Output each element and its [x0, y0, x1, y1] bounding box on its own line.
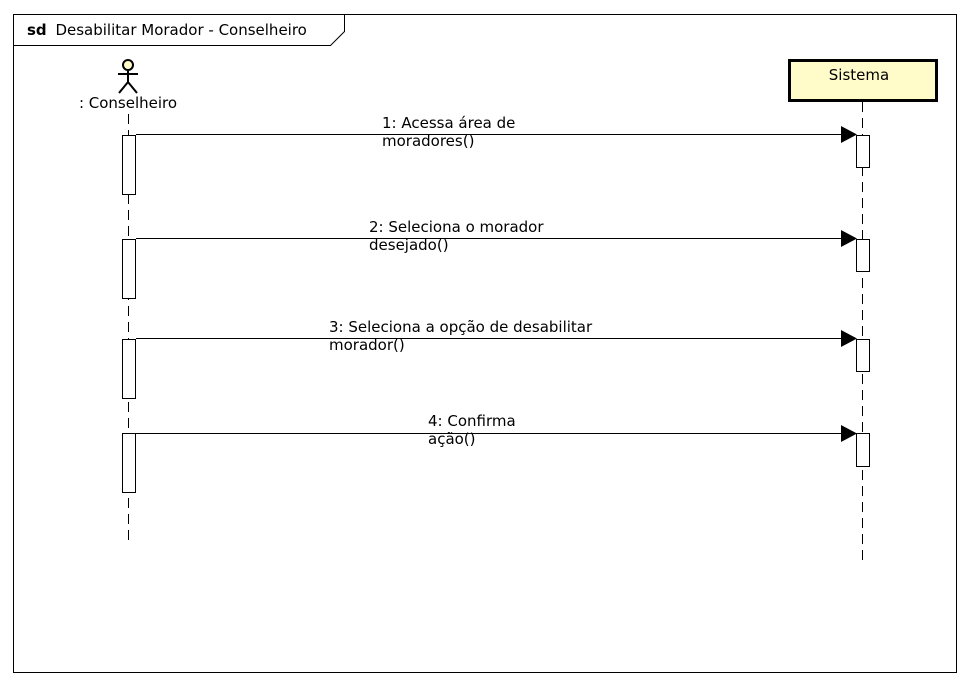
message-3-label-line1: 3: Seleciona a opção de desabilitar [329, 318, 593, 336]
message-4-label-line2: ação() [428, 430, 476, 448]
message-4-arrowhead-icon [841, 425, 857, 442]
message-2-label-line2: desejado() [369, 236, 449, 254]
frame-title-label: Desabilitar Morador - Conselheiro [55, 21, 306, 39]
message-2-arrowhead-icon [841, 230, 857, 247]
frame-title-tab [13, 14, 345, 46]
message-2-label-line1: 2: Seleciona o morador [369, 218, 544, 236]
message-3-label-line2: morador() [329, 336, 405, 354]
message-2: 2: Seleciona o morador desejado() [136, 218, 857, 254]
system-activation-2 [856, 239, 870, 272]
system-activation-3 [856, 339, 870, 372]
frame-title: sd Desabilitar Morador - Conselheiro [27, 21, 307, 39]
actor-activation-4 [122, 433, 136, 493]
message-3-arrowhead-icon [841, 330, 857, 347]
frame-keyword: sd [27, 21, 47, 39]
stick-figure-actor-icon [118, 59, 138, 94]
actor-activation-1 [122, 135, 136, 195]
system-activation-4 [856, 433, 870, 467]
message-1-label-line2: moradores() [382, 132, 474, 150]
actor-activation-3 [122, 339, 136, 399]
system-label: Sistema [829, 66, 889, 84]
message-4: 4: Confirma ação() [136, 412, 857, 448]
message-1-label-line1: 1: Acessa área de [382, 114, 515, 132]
message-1-arrowhead-icon [841, 126, 857, 143]
actor-activation-2 [122, 239, 136, 299]
system-activation-1 [856, 135, 870, 168]
diagram-frame [13, 14, 957, 673]
message-1: 1: Acessa área de moradores() [136, 114, 857, 150]
system-lifeline-box [788, 59, 938, 102]
message-3: 3: Seleciona a opção de desabilitar mora… [136, 318, 857, 354]
actor-label: : Conselheiro [79, 94, 177, 112]
message-4-label-line1: 4: Confirma [428, 412, 516, 430]
